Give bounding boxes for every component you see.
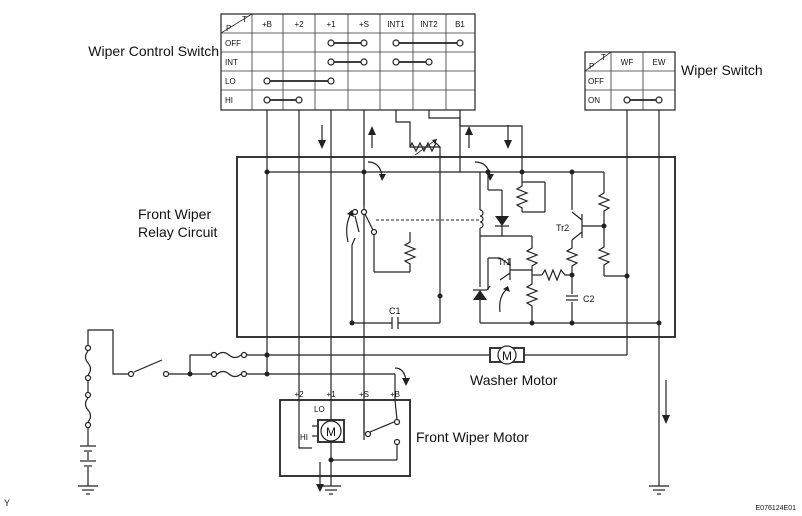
cs-corner-t: T [242, 15, 247, 24]
cs-row-int: INT [225, 58, 238, 67]
ws-corner-t: T [601, 53, 606, 62]
washer-motor: M [489, 345, 627, 365]
cs-row-lo: LO [225, 77, 236, 86]
corner-mark: Y [4, 498, 10, 508]
cs-row-hi: HI [225, 96, 233, 105]
c2-label: C2 [583, 294, 595, 304]
relay-label-line1: Front Wiper [138, 206, 211, 222]
tr2-label: Tr2 [556, 223, 569, 233]
cs-col-plus-2: +2 [294, 20, 304, 29]
ws-col-ew: EW [653, 58, 666, 67]
washer-motor-symbol: M [502, 349, 512, 363]
cs-col-plus-b: +B [262, 20, 272, 29]
ws-row-off: OFF [588, 77, 604, 86]
ground-symbols [78, 485, 669, 495]
wiper-motor-symbol: M [326, 425, 336, 439]
power-supply-chain [80, 329, 490, 486]
cs-col-plus-1: +1 [326, 20, 336, 29]
front-wiper-motor-label: Front Wiper Motor [416, 429, 529, 445]
wiper-switch-table: P T WF EW OFF ON [584, 51, 676, 111]
cs-connection-bars [263, 39, 464, 104]
relay-label-line2: Relay Circuit [138, 224, 217, 240]
wiper-control-switch-table: P T +B +2 +1 +S INT1 INT2 B1 OFF INT LO … [220, 13, 476, 111]
motor-terminal-plus-2: +2 [294, 390, 304, 399]
ws-corner-p: P [589, 62, 594, 71]
ws-row-on: ON [588, 96, 600, 105]
cs-col-int1: INT1 [387, 20, 405, 29]
ws-col-wf: WF [621, 58, 634, 67]
ground-arrow-right [662, 380, 670, 424]
cs-row-off: OFF [225, 39, 241, 48]
wiper-control-switch-label: Wiper Control Switch [88, 43, 219, 59]
cs-col-int2: INT2 [420, 20, 438, 29]
signal-arrows [318, 125, 512, 149]
wiper-switch-label: Wiper Switch [681, 62, 763, 78]
cs-corner-p: P [226, 24, 231, 33]
motor-terminal-plus-1: +1 [326, 390, 336, 399]
relay-internals [264, 138, 662, 358]
c1-label: C1 [389, 306, 401, 316]
cs-col-plus-s: +S [359, 20, 369, 29]
front-wiper-motor: +2 +1 +S +B LO HI M [279, 390, 411, 492]
cs-col-b1: B1 [455, 20, 465, 29]
relay-box [236, 156, 676, 338]
switch-to-relay-wires [266, 110, 660, 486]
washer-motor-label: Washer Motor [470, 372, 558, 388]
motor-lo-label: LO [314, 405, 325, 414]
motor-terminal-plus-b: +B [390, 390, 400, 399]
figure-id: E076124E01 [756, 505, 797, 512]
tr1-label: Tr1 [498, 257, 511, 267]
motor-hi-label: HI [300, 433, 308, 442]
motor-terminal-plus-s: +S [359, 390, 369, 399]
